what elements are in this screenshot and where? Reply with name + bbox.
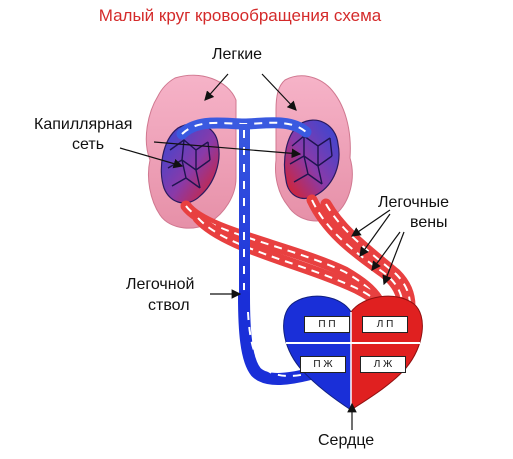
chamber-left-atrium: Л П xyxy=(362,316,408,333)
label-pulmonary-trunk-line2: ствол xyxy=(148,297,190,314)
right-capillary-network xyxy=(283,119,340,199)
pulmonary-trunk xyxy=(176,117,316,385)
chamber-right-ventricle: П Ж xyxy=(300,356,346,373)
label-pulmonary-trunk-line1: Легочной xyxy=(126,276,195,293)
heart xyxy=(283,295,423,411)
chamber-left-ventricle: Л Ж xyxy=(360,356,406,373)
label-lungs: Легкие xyxy=(212,46,263,63)
label-pulmonary-veins-line2: вены xyxy=(410,214,448,231)
label-pointers xyxy=(119,73,405,430)
diagram-title: Малый круг кровообращения схема xyxy=(98,6,382,25)
chamber-right-atrium: П П xyxy=(304,316,350,333)
label-capillary-line2: сеть xyxy=(72,136,105,153)
label-heart: Сердце xyxy=(318,432,375,449)
label-capillary-line1: Капиллярная xyxy=(34,116,133,133)
pulmonary-veins xyxy=(180,194,416,318)
label-pulmonary-veins-line1: Легочные xyxy=(378,194,449,211)
